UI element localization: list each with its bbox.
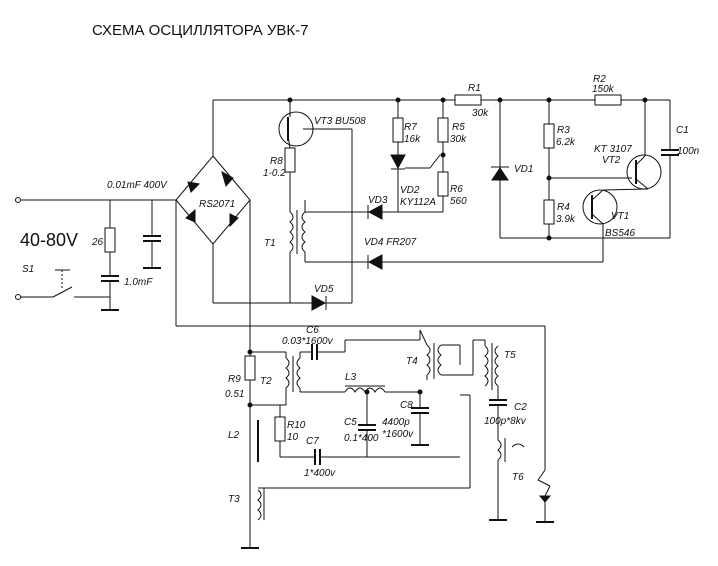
c7-value: 1*400v — [304, 468, 336, 479]
t2-label: T2 — [260, 376, 272, 387]
r7-name: R7 — [404, 122, 417, 133]
r5-name: R5 — [452, 122, 465, 133]
bridge-label: RS2071 — [199, 199, 235, 210]
r4-value: 3.9k — [556, 214, 576, 225]
capacitor-input — [143, 235, 161, 242]
resistor-r4 — [543, 199, 555, 225]
resistor-r3 — [543, 123, 555, 149]
r4-name: R4 — [557, 202, 570, 213]
diode-vd3 — [367, 204, 383, 220]
r6-value: 560 — [450, 196, 467, 207]
c8-value1: 4400p — [382, 417, 410, 428]
r5-value: 30k — [450, 134, 467, 145]
input-terminal-top — [15, 197, 21, 203]
l3-label: L3 — [345, 372, 357, 383]
r8-value: 1-0.2 — [263, 168, 286, 179]
c5-value: 0.1*400 — [344, 433, 379, 444]
c2-name: C2 — [514, 402, 527, 413]
switch-s1 — [52, 269, 110, 298]
resistor-26 — [104, 227, 116, 253]
c8-value2: *1600v — [382, 429, 414, 440]
input-voltage-label: 40-80V — [20, 230, 78, 250]
vt2-type: KT 3107 — [594, 144, 632, 155]
r8-name: R8 — [270, 156, 283, 167]
c5-name: C5 — [344, 417, 357, 428]
transformer-t4 — [419, 329, 442, 380]
r2-value: 150k — [592, 84, 615, 95]
zener-vd1 — [491, 166, 509, 181]
resistor-r9 — [244, 355, 256, 381]
capacitor-c2 — [489, 399, 507, 406]
r26-value: 26 — [91, 237, 104, 248]
diode-vd4 — [367, 254, 383, 270]
resistor-r5 — [437, 117, 449, 143]
capacitor-1mf — [101, 275, 119, 282]
resistor-r1 — [454, 94, 482, 106]
input-terminal-bottom — [15, 294, 21, 300]
c6-name: C6 — [306, 325, 319, 336]
vt1-type: BS546 — [605, 228, 635, 239]
cap-1mf-label: 1.0mF — [124, 277, 153, 288]
r6-name: R6 — [450, 184, 463, 195]
r10-value: 10 — [287, 432, 299, 443]
transistor-vt2 — [626, 100, 662, 190]
resistor-r2 — [594, 94, 622, 106]
s1-label: S1 — [22, 264, 34, 275]
thyristor-vd2 — [390, 154, 441, 170]
l2-label: L2 — [228, 430, 240, 441]
vd5-label: VD5 — [314, 284, 334, 295]
transformer-t5 — [484, 340, 499, 390]
vt3-label: VT3 BU508 — [314, 116, 366, 127]
r1-name: R1 — [468, 83, 481, 94]
diode-vd5 — [311, 295, 327, 311]
r2-name: R2 — [593, 74, 606, 85]
resistor-r8 — [284, 147, 296, 173]
transformer-t6 — [497, 438, 525, 462]
vt2-label: VT2 — [602, 155, 621, 166]
diagram-title: СХЕМА ОСЦИЛЛЯТОРА УВК-7 — [92, 22, 309, 39]
capacitor-c8 — [411, 407, 429, 414]
c6-value: 0.03*1600v — [282, 336, 334, 347]
vd2-name: VD2 — [400, 185, 420, 196]
capacitor-c5 — [358, 424, 376, 431]
r3-value: 6.2k — [556, 137, 576, 148]
c8-name: C8 — [400, 400, 413, 411]
r3-name: R3 — [557, 125, 570, 136]
resistor-r6 — [437, 171, 449, 197]
t6-label: T6 — [512, 472, 524, 483]
r1-value: 30k — [472, 108, 489, 119]
vd2-value: KY112A — [400, 197, 436, 208]
t1-label: T1 — [264, 238, 276, 249]
spark-gap — [536, 469, 554, 523]
c2-value: 100p*8kv — [484, 416, 527, 427]
transformer-t1 — [289, 200, 306, 303]
transformer-t3 — [257, 394, 471, 521]
cap-input-label: 0.01mF 400V — [107, 180, 168, 191]
vd4-label: VD4 FR207 — [364, 237, 417, 248]
t3-label: T3 — [228, 494, 240, 505]
c7-name: C7 — [306, 436, 319, 447]
resistor-r10 — [274, 416, 286, 442]
c1-name: C1 — [676, 125, 689, 136]
r9-value: 0.51 — [225, 389, 244, 400]
transistor-vt3 — [278, 100, 352, 149]
capacitor-c7 — [314, 449, 321, 465]
r10-name: R10 — [287, 420, 306, 431]
transformer-t2 — [285, 352, 301, 405]
r9-name: R9 — [228, 374, 241, 385]
c1-value: 100n — [677, 146, 700, 157]
r7-value: 16k — [404, 134, 421, 145]
vt1-label: VT1 — [611, 211, 629, 222]
vd1-label: VD1 — [514, 164, 533, 175]
vd3-label: VD3 — [368, 195, 388, 206]
resistor-r7 — [392, 117, 404, 143]
t4-label: T4 — [406, 356, 418, 367]
transistor-vt1 — [582, 188, 649, 262]
t5-label: T5 — [504, 350, 516, 361]
